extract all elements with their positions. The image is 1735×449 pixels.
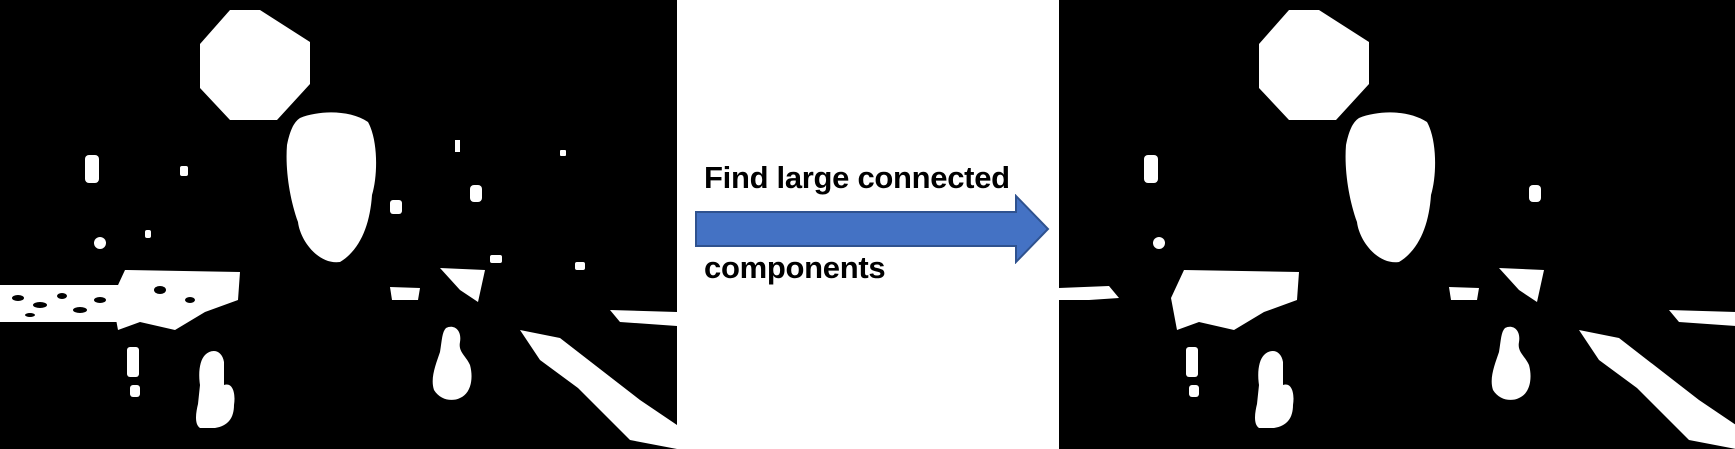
input-mask-canvas	[0, 0, 677, 449]
caption-line-2: components	[704, 250, 886, 285]
streak-blob	[1579, 330, 1735, 449]
band-blob	[440, 268, 485, 302]
band-blob	[390, 287, 420, 300]
head-blob	[1345, 112, 1436, 263]
band-blob	[1449, 287, 1479, 300]
octagon-blob	[1259, 10, 1369, 120]
caption-line-1: Find large connected	[704, 160, 1010, 195]
streak-blob	[610, 310, 677, 326]
output-mask-image	[1059, 0, 1735, 449]
output-mask-canvas	[1059, 0, 1735, 449]
band-blob	[0, 285, 120, 322]
octagon-blob	[200, 10, 310, 120]
streak-blob	[1669, 310, 1735, 326]
head-blob	[286, 112, 377, 263]
hand-blob	[432, 326, 472, 400]
band-blob	[1059, 286, 1119, 300]
input-mask-image	[0, 0, 677, 449]
band-blob	[1171, 270, 1299, 330]
hand-blob	[1491, 326, 1531, 400]
hand-blob	[1255, 350, 1294, 428]
band-blob	[1499, 268, 1544, 302]
right-arrow-icon	[695, 194, 1050, 264]
hand-blob	[196, 350, 235, 428]
streak-blob	[520, 330, 677, 449]
band-blob	[112, 270, 240, 330]
